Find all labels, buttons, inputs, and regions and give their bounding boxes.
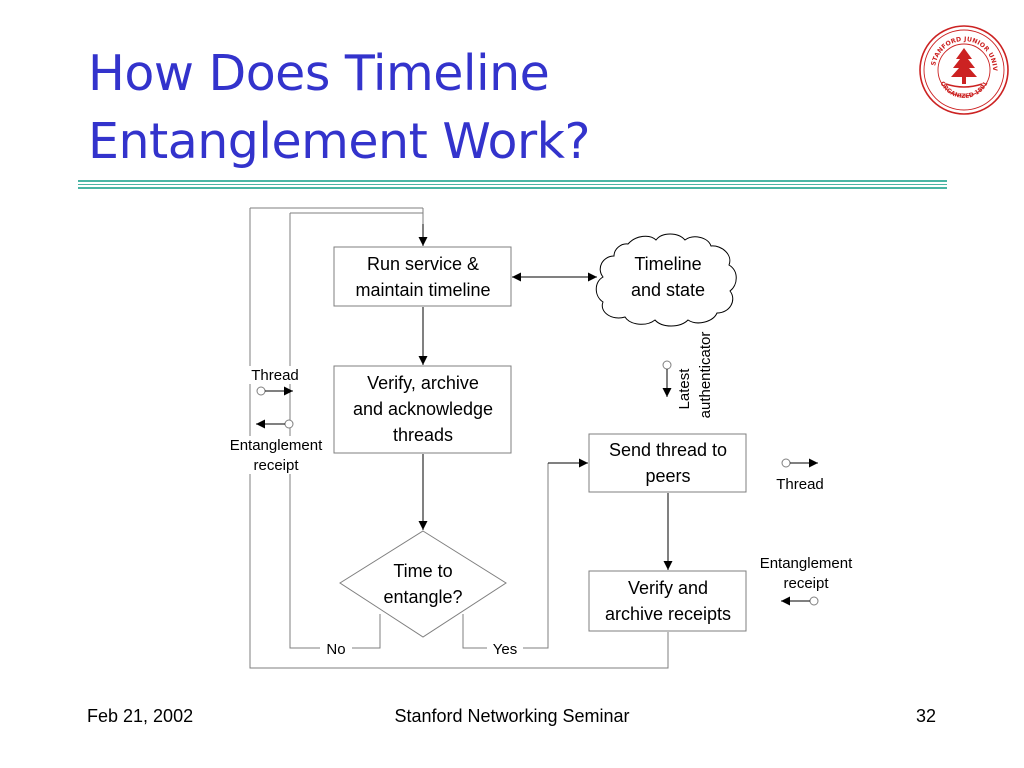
footer-page-number: 32 xyxy=(915,706,936,726)
decision-label-2: entangle? xyxy=(383,587,462,607)
title-rule-top xyxy=(78,180,947,182)
verify-archive-label-2: and acknowledge xyxy=(353,399,493,419)
send-thread-label-2: peers xyxy=(645,466,690,486)
thread-left-legend-arrow xyxy=(256,386,293,396)
yes-label-bg xyxy=(487,640,523,656)
thread-right-legend-arrow xyxy=(781,458,818,468)
receipt-left-legend-arrow xyxy=(256,419,294,429)
receipt-right-label-2: receipt xyxy=(783,575,829,592)
yes-branch-line xyxy=(462,463,549,649)
verify-archive-label-1: Verify, archive xyxy=(367,373,479,393)
verify-archive-label-3: threads xyxy=(393,425,453,445)
slide-title-line-2: Entanglement Work? xyxy=(88,113,590,170)
footer-date: Feb 21, 2002 xyxy=(87,706,194,726)
verify-receipts-label-2: archive receipts xyxy=(605,604,731,624)
receipt-left-label-2: receipt xyxy=(253,457,299,474)
stanford-seal-icon: LELAND STANFORD JUNIOR UNIVERSITY ORGANI… xyxy=(918,24,1009,115)
latest-auth-legend-arrow xyxy=(662,360,672,397)
thread-right-label: Thread xyxy=(776,476,824,493)
decision-diamond xyxy=(339,530,507,638)
latest-auth-label-1: Latest xyxy=(676,368,693,410)
receipt-right-label-1: Entanglement xyxy=(760,555,853,572)
yes-label: Yes xyxy=(493,641,517,658)
decision-label-1: Time to xyxy=(393,561,452,581)
no-label-bg xyxy=(320,640,352,656)
slide-title-line-1: How Does Timeline xyxy=(88,45,550,102)
footer-title: Stanford Networking Seminar xyxy=(394,706,630,726)
thread-left-label-bg xyxy=(246,366,306,384)
verify-receipts-box xyxy=(588,570,747,632)
timeline-state-label-2: and state xyxy=(631,280,705,300)
run-service-label-2: maintain timeline xyxy=(355,280,490,300)
receipt-right-legend-arrow xyxy=(781,596,819,606)
timeline-state-label-1: Timeline xyxy=(634,254,701,274)
verify-receipts-label-1: Verify and xyxy=(628,578,708,598)
no-label: No xyxy=(326,641,345,658)
run-service-label-1: Run service & xyxy=(367,254,479,274)
receipt-left-label-bg xyxy=(224,436,328,474)
verify-archive-box xyxy=(333,365,512,454)
title-rule-bottom xyxy=(78,187,947,189)
send-thread-label-1: Send thread to xyxy=(609,440,727,460)
thread-left-label: Thread xyxy=(251,367,299,384)
receipt-left-label-1: Entanglement xyxy=(230,437,323,454)
latest-auth-label-2: authenticator xyxy=(697,332,714,419)
send-thread-box xyxy=(588,433,747,493)
title-rule-middle xyxy=(78,184,947,185)
run-service-box xyxy=(333,246,512,307)
timeline-state-cloud xyxy=(595,233,737,327)
